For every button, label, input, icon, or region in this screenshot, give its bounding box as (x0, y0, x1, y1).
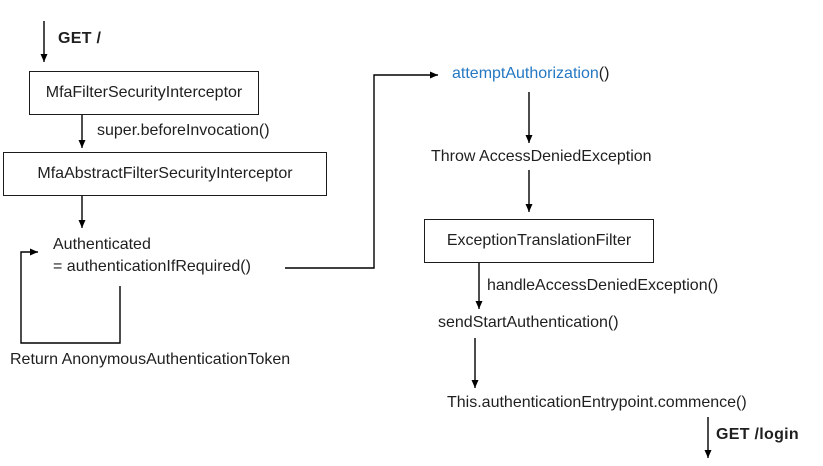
get-root-request-label: GET / (58, 30, 102, 47)
mfa-abstract-filter-security-interceptor-label: MfaAbstractFilterSecurityInterceptor (37, 165, 293, 182)
attempt-authorization-label: attemptAuthorization() (452, 65, 609, 83)
attempt-authorization-link[interactable]: attemptAuthorization (452, 65, 599, 82)
handle-access-denied-label: handleAccessDeniedException() (487, 277, 719, 294)
mfa-filter-security-interceptor-box: MfaFilterSecurityInterceptor (29, 71, 259, 115)
attempt-authorization-parens: () (598, 65, 610, 82)
mfa-abstract-filter-security-interceptor-box: MfaAbstractFilterSecurityInterceptor (3, 152, 327, 196)
exception-translation-filter-box: ExceptionTranslationFilter (424, 219, 654, 263)
throw-access-denied-label: Throw AccessDeniedException (431, 148, 652, 165)
exception-translation-filter-label: ExceptionTranslationFilter (446, 232, 632, 249)
send-start-authentication-label: sendStartAuthentication() (438, 314, 619, 331)
authentication-if-required-label: = authenticationIfRequired() (53, 258, 251, 275)
entrypoint-commence-label: This.authenticationEntrypoint.commence() (447, 394, 747, 411)
return-anonymous-token-label: Return AnonymousAuthenticationToken (10, 351, 291, 368)
authenticated-label: Authenticated (53, 236, 151, 253)
connector-to-attempt-authorization (285, 71, 438, 269)
mfa-filter-security-interceptor-label: MfaFilterSecurityInterceptor (45, 84, 243, 101)
loop-return-anonymous-token (20, 248, 121, 344)
super-before-invocation-label: super.beforeInvocation() (97, 122, 270, 139)
get-login-request-label: GET /login (716, 426, 799, 443)
